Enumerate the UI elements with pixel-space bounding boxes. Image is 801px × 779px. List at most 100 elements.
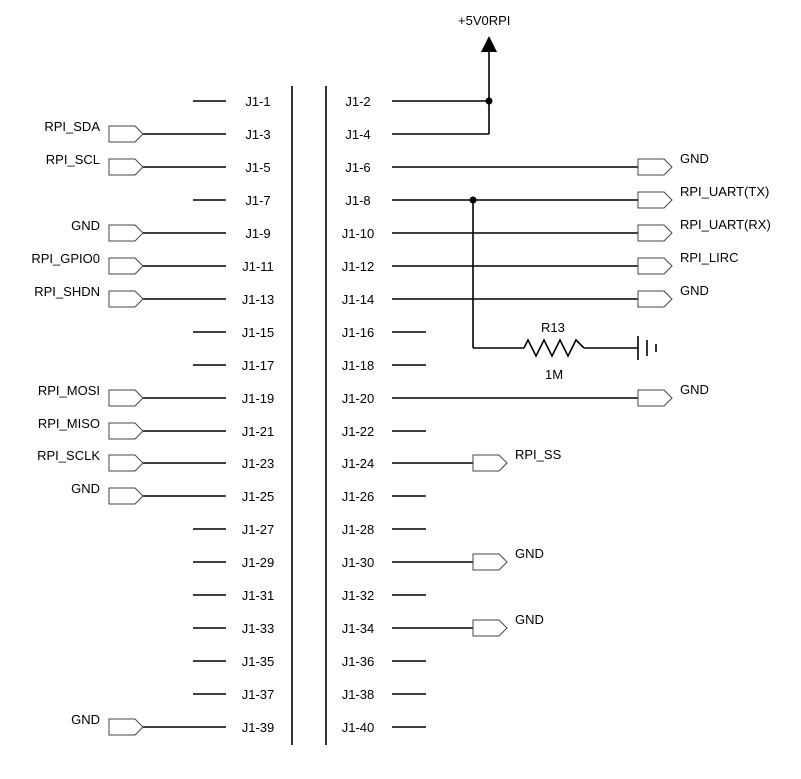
offpage-port-icon: [108, 454, 144, 472]
pin-label: J1-24: [342, 456, 375, 471]
pin-row-left: J1-29: [193, 555, 274, 570]
pin-label: J1-29: [242, 555, 275, 570]
pin-label: J1-38: [342, 687, 375, 702]
pin-row-left: J1-17: [193, 358, 274, 373]
pin-label: J1-40: [342, 720, 375, 735]
pin-label: J1-2: [345, 94, 370, 109]
offpage-port-icon: [108, 422, 144, 440]
net-label: RPI_SS: [515, 447, 562, 462]
pin-label: J1-31: [242, 588, 275, 603]
pin-label: J1-33: [242, 621, 275, 636]
pin-label: J1-20: [342, 391, 375, 406]
pin-row-left: J1-31: [193, 588, 274, 603]
pin-row-right: J1-36: [342, 654, 426, 669]
pin-row-right: J1-40: [342, 720, 426, 735]
pin-label: J1-27: [242, 522, 275, 537]
net-label: RPI_SCL: [46, 152, 100, 167]
pin-label: J1-35: [242, 654, 275, 669]
net-label: RPI_SCLK: [37, 448, 100, 463]
resistor-r13: R13 1M: [469, 196, 657, 382]
pins-layer: J1-1RPI_SDAJ1-3RPI_SCLJ1-5J1-7GNDJ1-9RPI…: [31, 94, 771, 736]
net-label: RPI_MISO: [38, 416, 100, 431]
net-label: GND: [515, 612, 544, 627]
pin-row-left: J1-33: [193, 621, 274, 636]
pin-row-right: J1-32: [342, 588, 426, 603]
pin-row-right: J1-4: [345, 127, 370, 142]
offpage-port-icon: [108, 718, 144, 736]
pin-row-right: J1-22: [342, 424, 426, 439]
pin-row-left: J1-27: [193, 522, 274, 537]
net-label: RPI_UART(TX): [680, 184, 769, 199]
resistor-value: 1M: [545, 367, 563, 382]
pin-row-left: GND J1-25: [71, 481, 275, 505]
pin-label: J1-5: [245, 160, 270, 175]
pin-label: J1-18: [342, 358, 375, 373]
net-label: GND: [680, 151, 709, 166]
pin-row-right: J1-16: [342, 325, 426, 340]
pin-label: J1-7: [245, 193, 270, 208]
offpage-port-icon: [108, 290, 144, 308]
pin-row-left: J1-7: [193, 193, 271, 208]
pin-row-left: J1-15: [193, 325, 274, 340]
offpage-port-icon: [108, 257, 144, 275]
pin-row-right: J1-26: [342, 489, 426, 504]
pin-row-right: J1-20 GND: [342, 382, 709, 407]
pin-label: J1-19: [242, 391, 275, 406]
offpage-port-icon: [637, 191, 673, 209]
net-label: RPI_SDA: [44, 119, 100, 134]
pin-label: J1-9: [245, 226, 270, 241]
pin-row-left: RPI_MOSI J1-19: [38, 383, 275, 407]
pin-row-left: J1-35: [193, 654, 274, 669]
net-label: RPI_UART(RX): [680, 217, 771, 232]
pin-label: J1-21: [242, 424, 275, 439]
pin-row-right: J1-24 RPI_SS: [342, 447, 562, 472]
pin-label: J1-6: [345, 160, 370, 175]
offpage-port-icon: [637, 389, 673, 407]
pin-label: J1-28: [342, 522, 375, 537]
pin-row-left: J1-1: [193, 94, 271, 109]
net-label: GND: [680, 382, 709, 397]
net-label: RPI_LIRC: [680, 250, 739, 265]
pin-row-left: RPI_MISO J1-21: [38, 416, 275, 440]
offpage-port-icon: [472, 619, 508, 637]
pin-label: J1-34: [342, 621, 375, 636]
offpage-port-icon: [472, 454, 508, 472]
power-arrow-icon: [481, 36, 497, 52]
net-label: GND: [680, 283, 709, 298]
resistor-ref: R13: [541, 320, 565, 335]
resistor-symbol: [523, 338, 585, 358]
pin-label: J1-3: [245, 127, 270, 142]
pin-label: J1-37: [242, 687, 275, 702]
net-label: RPI_MOSI: [38, 383, 100, 398]
offpage-port-icon: [108, 389, 144, 407]
offpage-port-icon: [108, 125, 144, 143]
pin-row-right: J1-38: [342, 687, 426, 702]
pin-row-right: J1-18: [342, 358, 426, 373]
offpage-port-icon: [637, 158, 673, 176]
net-label: GND: [71, 481, 100, 496]
pin-label: J1-25: [242, 489, 275, 504]
offpage-port-icon: [637, 224, 673, 242]
offpage-port-icon: [637, 257, 673, 275]
pin-label: J1-22: [342, 424, 375, 439]
pin-label: J1-1: [245, 94, 270, 109]
pin-label: J1-8: [345, 193, 370, 208]
offpage-port-icon: [108, 224, 144, 242]
offpage-port-icon: [472, 553, 508, 571]
net-label: GND: [515, 546, 544, 561]
power-symbol: +5V0RPI: [392, 13, 510, 135]
pin-row-left: J1-37: [193, 687, 274, 702]
pin-row-right: J1-6 GND: [345, 151, 709, 176]
pin-row-left: RPI_SCL J1-5: [46, 152, 271, 176]
pin-label: J1-4: [345, 127, 370, 142]
pin-label: J1-39: [242, 720, 275, 735]
offpage-port-icon: [108, 487, 144, 505]
pin-label: J1-11: [242, 259, 274, 274]
